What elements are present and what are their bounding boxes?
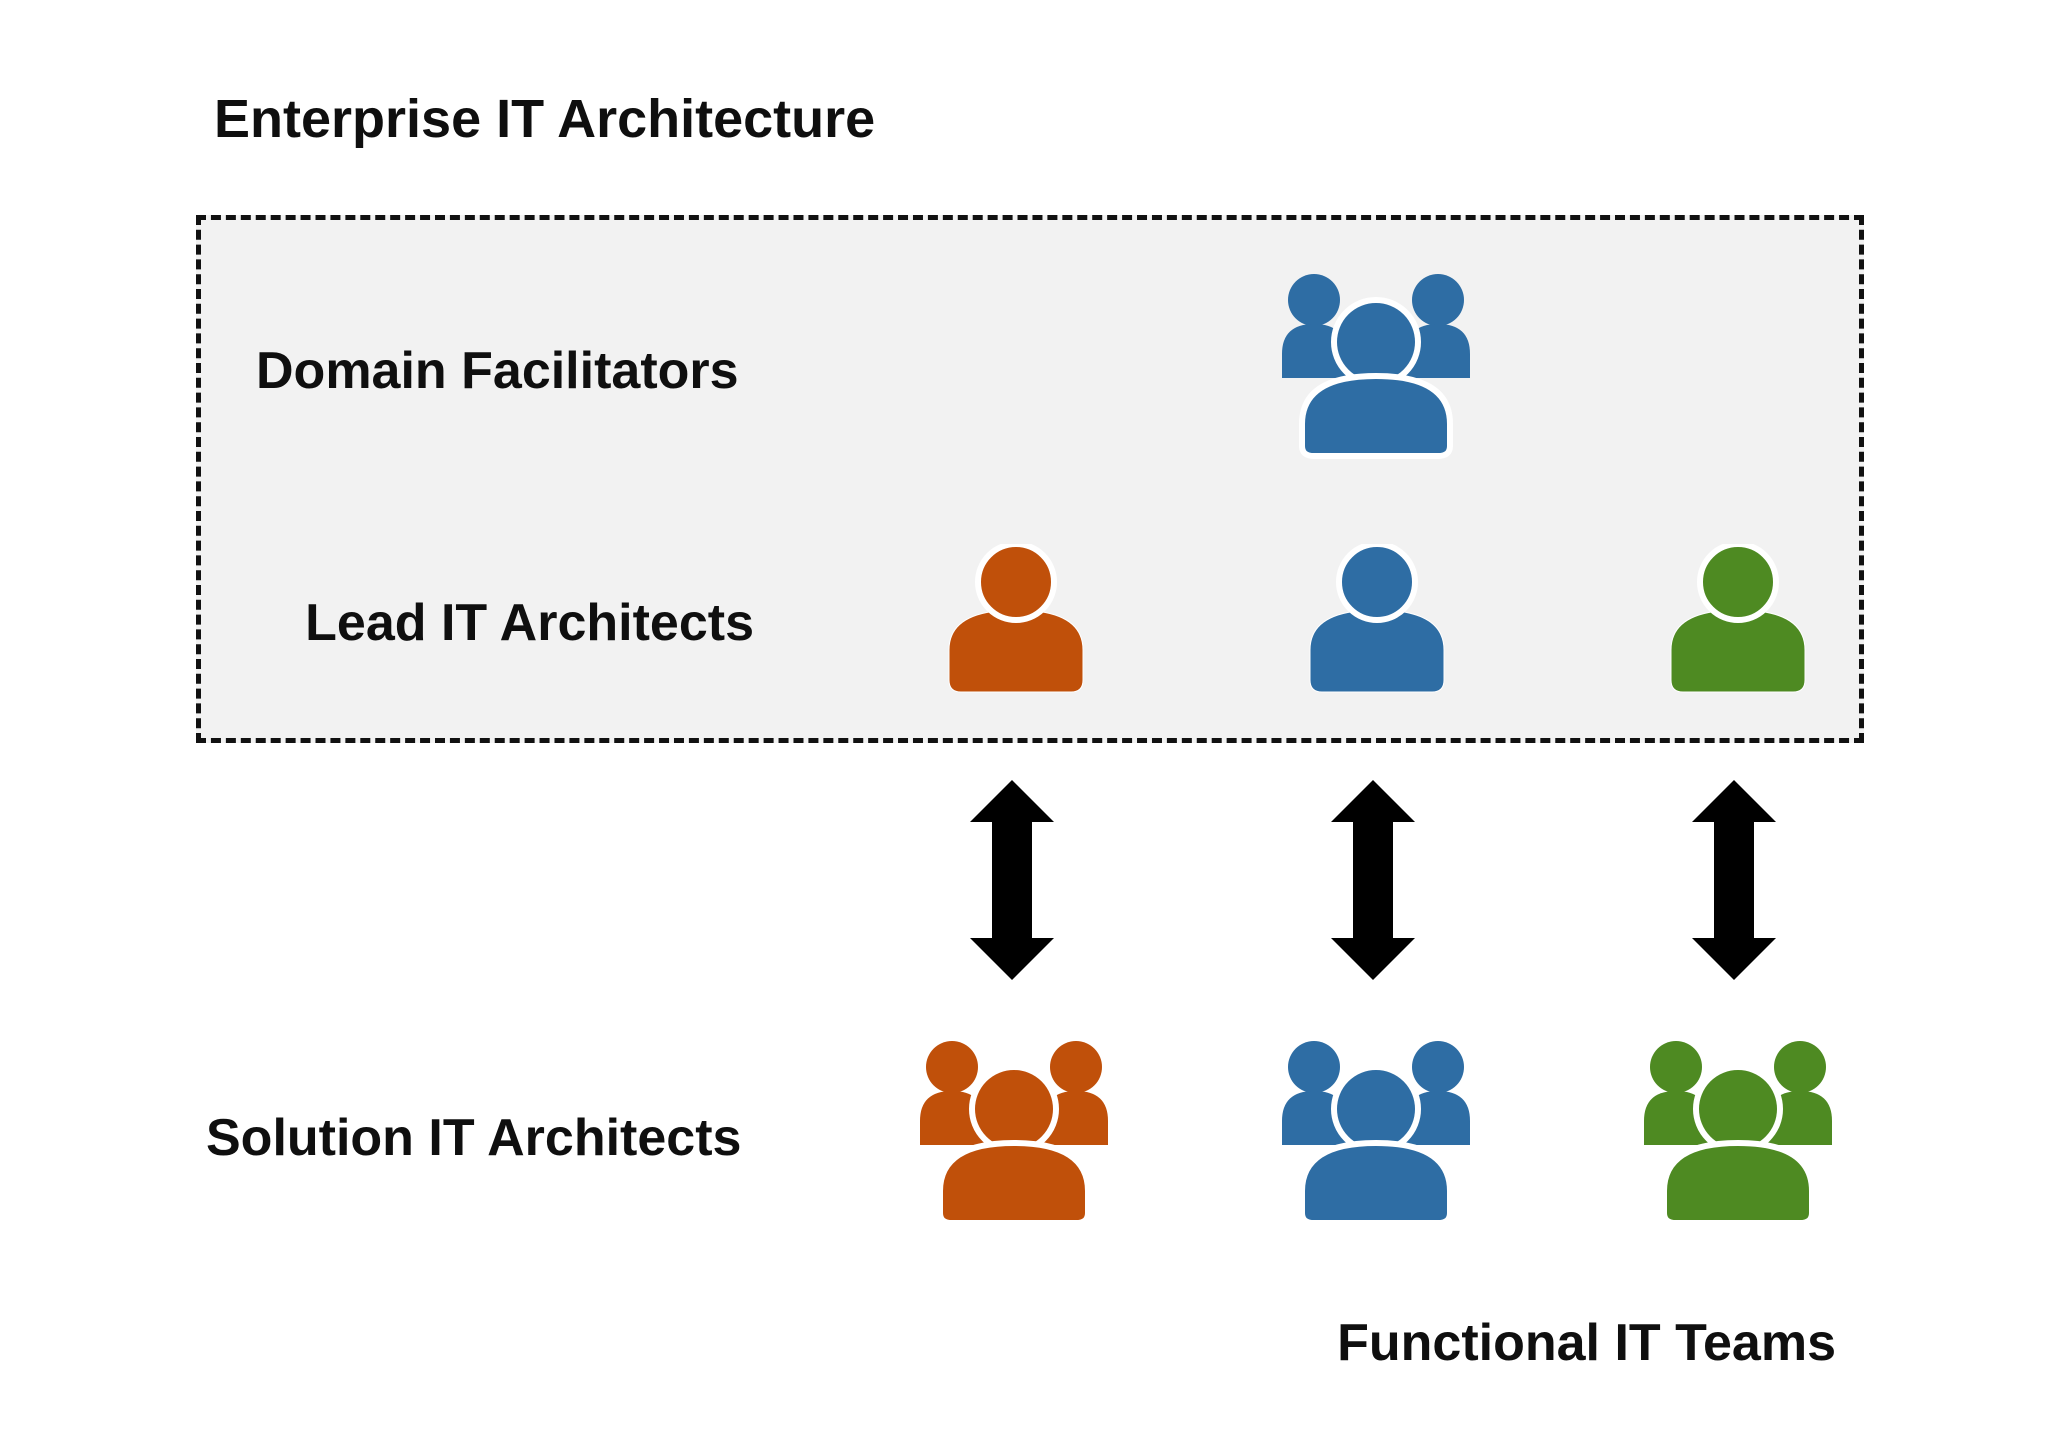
solution-architects-group-icon-blue — [1276, 1041, 1476, 1227]
domain-facilitators-label: Domain Facilitators — [256, 342, 739, 400]
lead-it-architects-label: Lead IT Architects — [305, 594, 754, 652]
lead-architect-person-icon-blue — [1307, 544, 1447, 694]
solution-architects-group-icon-orange — [914, 1041, 1114, 1227]
lead-architect-person-icon-green — [1668, 544, 1808, 694]
lead-architect-person-icon-orange — [946, 544, 1086, 694]
double-arrow-icon-blue-column — [1331, 780, 1415, 980]
double-arrow-icon-orange-column — [970, 780, 1054, 980]
double-arrow-icon-green-column — [1692, 780, 1776, 980]
solution-architects-group-icon-green — [1638, 1041, 1838, 1227]
domain-facilitators-group-icon — [1276, 274, 1476, 460]
functional-it-teams-label: Functional IT Teams — [1337, 1314, 1836, 1372]
solution-it-architects-label: Solution IT Architects — [206, 1109, 742, 1167]
diagram-title: Enterprise IT Architecture — [214, 89, 876, 149]
